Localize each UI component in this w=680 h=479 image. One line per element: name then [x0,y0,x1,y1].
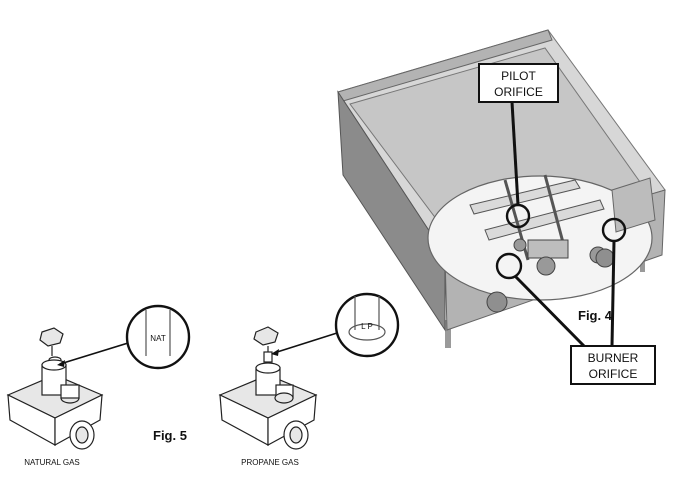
burner-orifice-callout: BURNER ORIFICE [570,345,656,385]
pilot-orifice-callout: PILOT ORIFICE [478,63,559,103]
propane-gas-caption: PROPANE GAS [241,458,299,467]
lp-zoom-bubble [334,292,400,358]
pilot-label-line1: PILOT [501,69,536,83]
pilot-leader-line [510,101,520,206]
burner-leader-line-left [513,274,586,348]
control-knob [486,291,508,313]
burner-label-line1: BURNER [588,351,639,365]
burner-orifice-marker-left [495,252,523,280]
nat-tag: NAT [150,334,166,343]
burner-label-line2: ORIFICE [589,367,638,381]
nat-zoom-bubble [125,304,191,370]
control-knob [595,248,615,268]
propane-gas-valve [218,326,318,450]
griddle-unit [337,29,666,348]
fig5-label: Fig. 5 [153,428,187,443]
pilot-label-line2: ORIFICE [494,85,543,99]
nat-leader-line [59,342,129,365]
fig4-label: Fig. 4 [578,308,613,323]
lp-leader-line [273,332,338,354]
natural-gas-valve [6,327,104,450]
lp-tag: L P [361,322,373,331]
natural-gas-caption: NATURAL GAS [24,458,80,467]
burner-leader-line-right [610,240,616,347]
